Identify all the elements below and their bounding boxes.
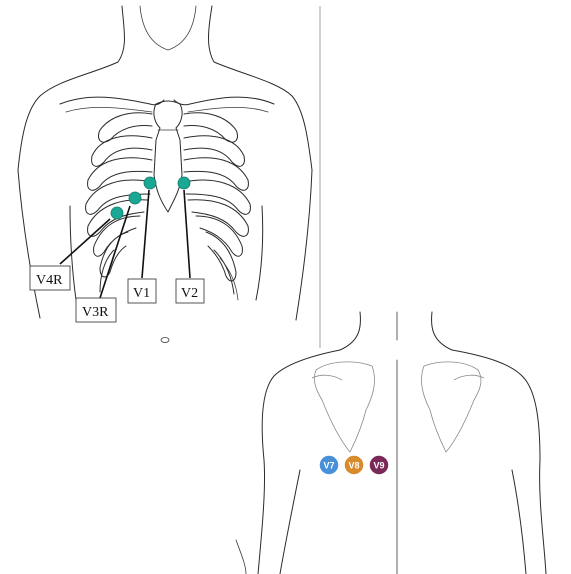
label-v4r: V4R xyxy=(36,273,63,288)
leader-v2 xyxy=(184,190,190,278)
right-clavicle-lower xyxy=(188,107,268,112)
label-v1: V1 xyxy=(133,286,150,301)
sternum xyxy=(154,101,182,212)
label-v2: V2 xyxy=(181,286,198,301)
front-electrodes xyxy=(111,177,190,219)
right-torso-edge xyxy=(296,170,312,320)
electrode-v4r xyxy=(111,207,123,219)
right-scapula-spine xyxy=(454,375,484,380)
back-torso-illustration xyxy=(236,312,546,574)
electrode-v3r xyxy=(129,192,141,204)
neck-outline xyxy=(140,6,196,50)
right-arm-inner xyxy=(256,206,263,300)
left-torso-edge xyxy=(18,170,40,318)
back-right-flank xyxy=(512,470,526,574)
label-v3r: V3R xyxy=(82,305,109,320)
left-arm-back xyxy=(236,540,246,574)
electrode-v1 xyxy=(144,177,156,189)
label-v8: V8 xyxy=(348,461,359,471)
back-electrodes: V7 V8 V9 xyxy=(319,455,389,475)
front-lead-labels: V4R V3R V1 V2 xyxy=(30,266,204,322)
leader-v1 xyxy=(142,190,149,278)
back-right-outline xyxy=(452,350,546,574)
label-v7: V7 xyxy=(323,461,334,471)
electrode-v2 xyxy=(178,177,190,189)
back-neck-right xyxy=(432,312,452,350)
left-clavicle-lower xyxy=(66,107,152,112)
right-shoulder-outline xyxy=(209,6,313,170)
left-scapula-spine xyxy=(312,375,342,380)
left-ribs xyxy=(86,113,152,292)
label-v9: V9 xyxy=(373,461,384,471)
back-left-flank xyxy=(280,470,300,574)
right-clavicle xyxy=(174,97,274,105)
navel xyxy=(161,338,169,343)
right-ribs xyxy=(184,113,250,300)
left-clavicle xyxy=(60,97,164,105)
left-shoulder-outline xyxy=(18,6,125,170)
back-neck-left xyxy=(340,312,360,350)
front-chest-illustration xyxy=(18,6,320,348)
